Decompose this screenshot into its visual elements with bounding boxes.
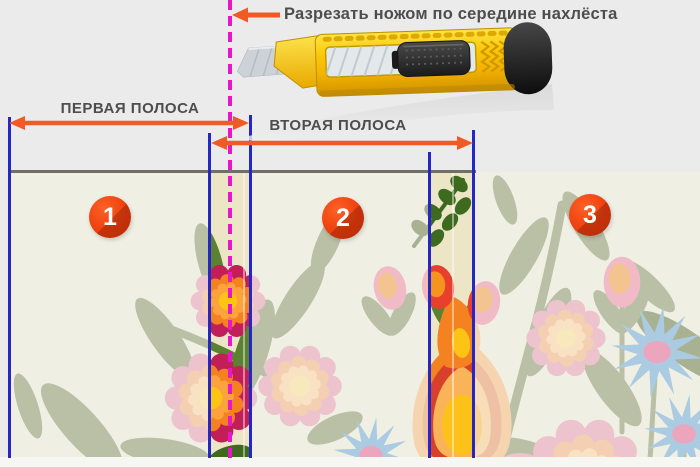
guide-line-strip2-left [208,133,211,458]
strip1-measure-arrow [9,116,249,130]
step-badge-2-number: 2 [336,203,350,232]
step-badge-1-number: 1 [103,202,117,231]
guide-line-strip3-left [428,152,431,458]
step-badge-3-number: 3 [583,200,597,229]
cut-line-dashed [228,0,232,461]
guide-line-strip2-right [472,130,475,458]
step-badge-1: 1 [89,196,131,238]
floor-band [0,457,700,467]
utility-knife-icon [236,22,554,144]
step-badge-2: 2 [322,197,364,239]
strip2-label: ВТОРАЯ ПОЛОСА [269,117,407,134]
guide-line-strip1-left [8,117,11,458]
guide-line-strip1-right [249,115,252,458]
step-badge-3: 3 [569,194,611,236]
left-arrow-icon [232,7,280,23]
cut-instruction-label: Разрезать ножом по середине нахлёста [284,5,618,23]
wallpaper-top-edge-line [10,170,476,173]
strip2-measure-arrow [211,136,473,150]
strip1-label: ПЕРВАЯ ПОЛОСА [60,100,200,117]
